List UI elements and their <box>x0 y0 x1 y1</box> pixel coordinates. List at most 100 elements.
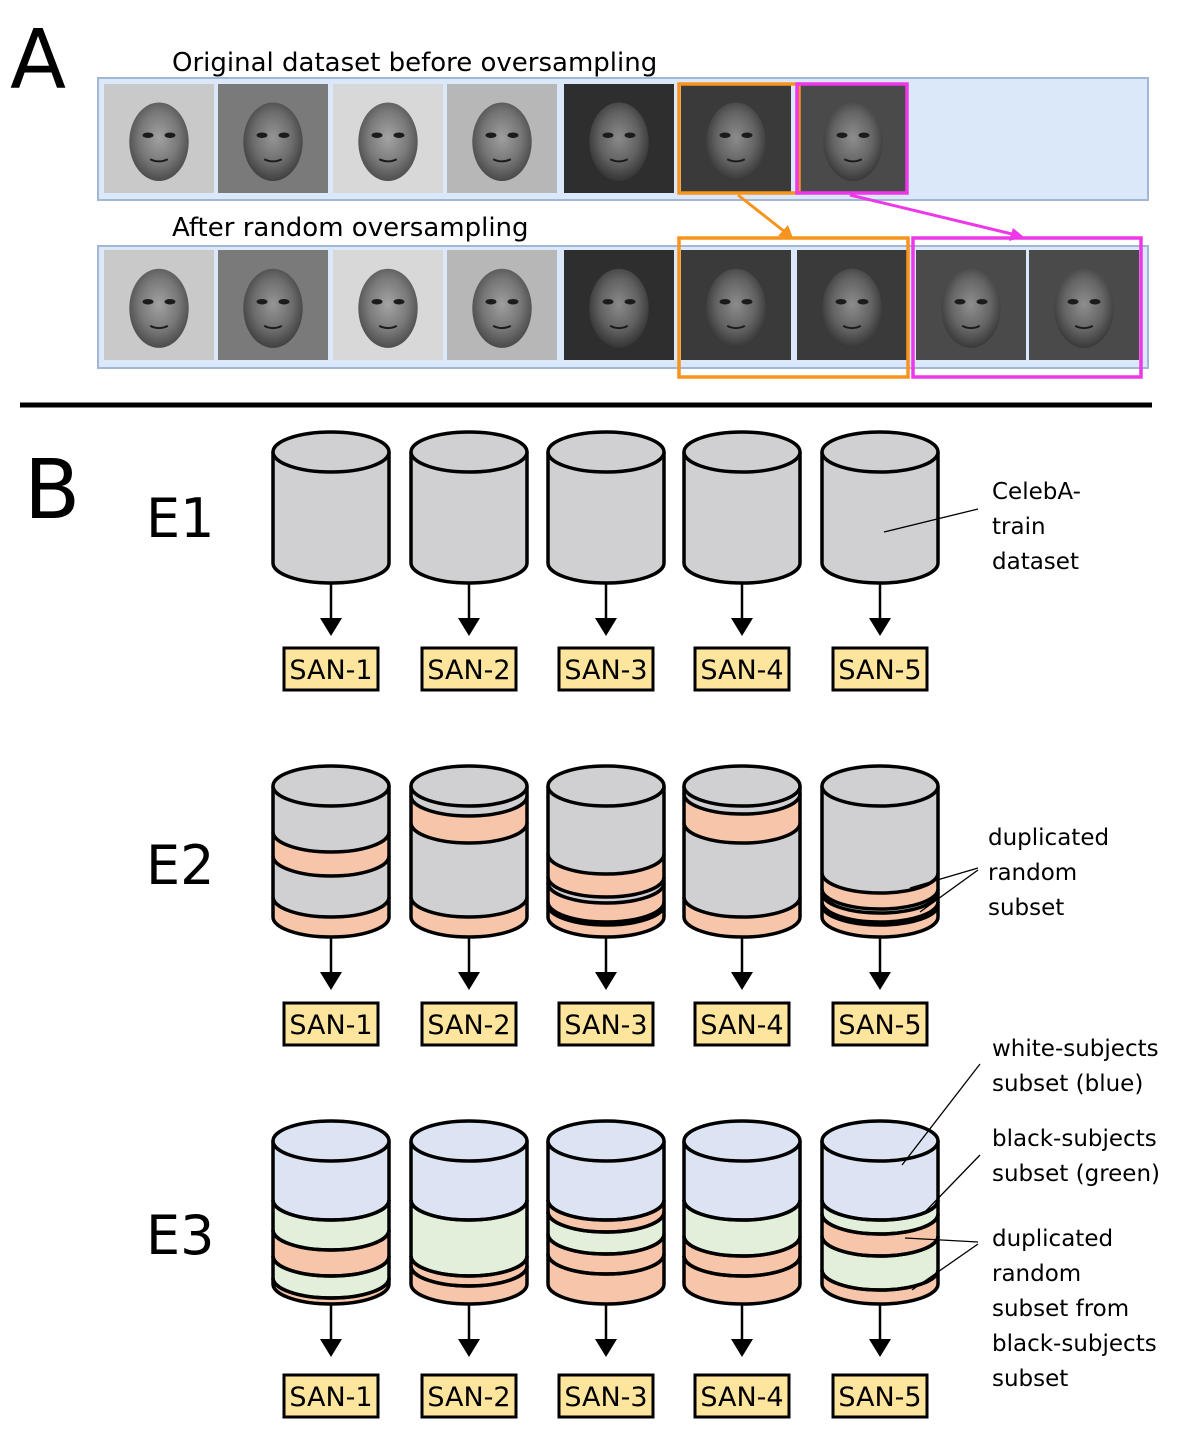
face-shape <box>472 268 532 348</box>
face-eye-left <box>485 132 497 138</box>
panel-b-letter: B <box>24 443 80 538</box>
cylinder-band-edge <box>546 904 666 927</box>
san-model-label: SAN-3 <box>564 1010 647 1041</box>
original-face-thumbnail <box>333 84 443 193</box>
cylinder-band-edge <box>271 896 391 919</box>
oversampled-face-thumbnail <box>681 250 791 360</box>
cylinder-band-edge <box>409 822 529 845</box>
face-eye-left <box>142 132 154 138</box>
san-model-label: SAN-3 <box>564 1382 647 1413</box>
cylinder-band-salmon <box>684 1256 800 1304</box>
cylinder-body <box>411 452 527 583</box>
caption-original-dataset: Original dataset before oversampling <box>172 48 657 78</box>
face-mouth <box>842 324 862 330</box>
cylinder-band-edge <box>271 831 391 854</box>
e3-white-annotation-line-2: subset (blue) <box>992 1071 1143 1097</box>
training-arrow-head <box>458 618 480 636</box>
face-shape <box>472 102 532 182</box>
dataset-cylinder <box>271 764 391 939</box>
cylinder-band-green <box>822 1236 938 1290</box>
magenta-duplication-arrow <box>849 193 1013 236</box>
oversampled-face-row <box>104 250 1139 360</box>
cylinder-band-salmon <box>548 1200 664 1232</box>
face-shape <box>823 102 883 182</box>
cylinder-outline <box>409 1141 529 1306</box>
face-eye-right <box>741 132 753 138</box>
training-arrow-head <box>458 972 480 990</box>
san-model-label: SAN-1 <box>289 1010 372 1041</box>
cylinder-band-edge <box>820 888 940 911</box>
cylinder-body <box>273 452 389 583</box>
san-model-label: SAN-1 <box>289 655 372 686</box>
san-model-box <box>693 1001 791 1047</box>
cylinder-band-salmon <box>822 893 938 922</box>
original-face-thumbnail <box>681 84 791 193</box>
cylinder-top <box>820 430 940 474</box>
oversampled-face-thumbnail <box>104 250 214 360</box>
cylinder-band-salmon <box>411 1256 527 1286</box>
san-model-box <box>282 1373 380 1419</box>
cylinder-outline <box>682 452 802 585</box>
cylinder-band-blue <box>273 1141 389 1220</box>
e2-leader-line-2 <box>919 869 979 913</box>
face-mouth <box>149 158 169 163</box>
face-eye-left <box>602 132 614 138</box>
e3-white-annotation-line-1: white-subjects <box>992 1036 1159 1062</box>
cylinder-band-salmon <box>273 1230 389 1276</box>
san-model-box <box>420 1001 518 1047</box>
e3-black-annotation-line-2: subset (green) <box>992 1161 1160 1187</box>
face-eye-right <box>278 132 290 138</box>
training-arrow-head <box>869 972 891 990</box>
cylinder-band-edge <box>409 795 529 818</box>
dataset-cylinder <box>682 764 802 939</box>
face-shape <box>243 102 303 182</box>
training-arrow-head <box>731 618 753 636</box>
face-eye-right <box>507 298 519 305</box>
face-eye-left <box>954 298 966 305</box>
e3-annotation-dup: duplicated random subset from black-subj… <box>904 1226 1157 1392</box>
face-eye-right <box>164 298 176 305</box>
face-eye-left <box>371 132 383 138</box>
cylinder-band-salmon <box>548 1254 664 1304</box>
e1-annotation-line-2: train <box>992 514 1046 540</box>
cylinder-band-salmon <box>411 1266 527 1304</box>
face-eye-left <box>719 298 731 305</box>
oversampled-face-thumbnail <box>916 250 1026 360</box>
cylinder-top <box>271 430 391 474</box>
orange-duplication-arrow <box>737 193 786 234</box>
training-arrow-head <box>595 618 617 636</box>
face-mouth <box>263 158 283 163</box>
san-model-label: SAN-4 <box>700 1382 783 1413</box>
e2-annotation-line-3: subset <box>988 895 1064 921</box>
face-mouth <box>149 324 169 330</box>
cylinder-top <box>546 764 666 808</box>
e1-annotation-line-1: CelebA- <box>992 479 1081 505</box>
cylinder-band-edge <box>820 1269 940 1292</box>
face-eye-right <box>164 132 176 138</box>
dataset-cylinder <box>546 764 666 939</box>
face-shape <box>129 268 189 348</box>
original-face-row <box>104 84 908 193</box>
magenta-highlight-box-oversampled <box>911 236 1143 379</box>
san-model-box <box>420 646 518 692</box>
face-eye-right <box>507 132 519 138</box>
dataset-cylinder <box>682 1119 802 1306</box>
e3-black-annotation-line-1: black-subjects <box>992 1126 1157 1152</box>
cylinder-band-green <box>822 1200 938 1234</box>
face-mouth <box>263 324 283 330</box>
cylinder-top <box>271 764 391 808</box>
cylinder-band-edge <box>546 1211 666 1234</box>
cylinder-outline <box>409 452 529 585</box>
face-eye-left <box>256 298 268 305</box>
san-model-box <box>831 1373 929 1419</box>
cylinder-band-edge <box>820 1213 940 1236</box>
face-eye-left <box>602 298 614 305</box>
face-eye-left <box>836 132 848 138</box>
face-shape <box>358 268 418 348</box>
face-shape <box>243 268 303 348</box>
dataset-cylinder <box>546 430 666 585</box>
san-model-box <box>557 646 655 692</box>
